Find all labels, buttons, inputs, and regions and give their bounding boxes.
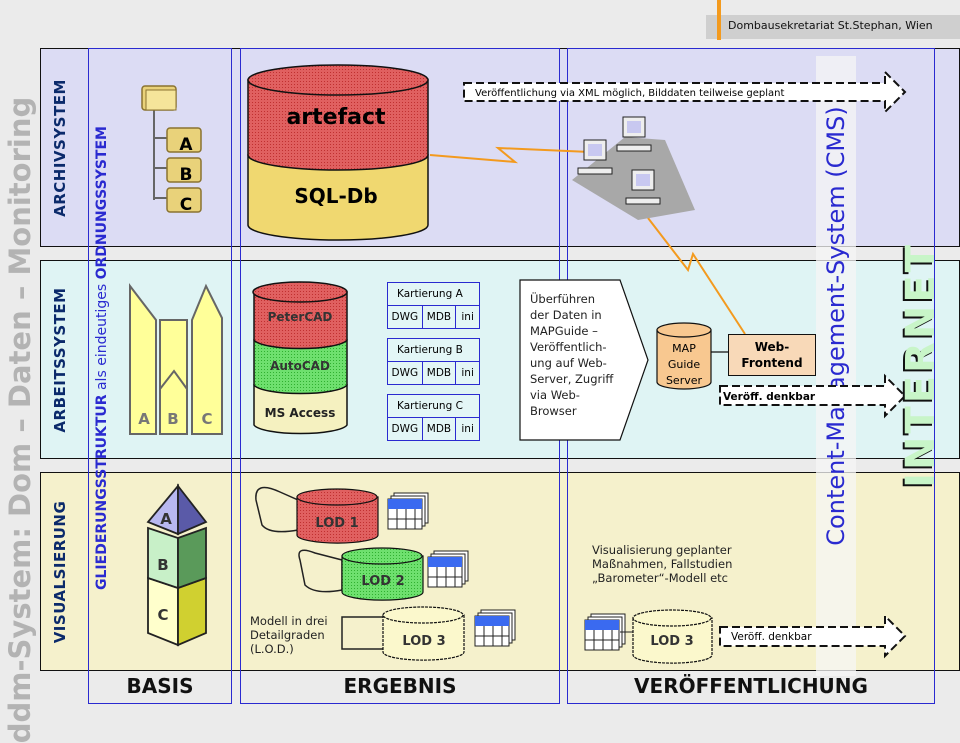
table-stack-icon <box>584 613 626 651</box>
folder-tree: A B C <box>141 85 202 215</box>
mapguide-line-1: MAP <box>672 342 696 355</box>
lod1-label: LOD 1 <box>315 516 358 531</box>
msaccess-label: MS Access <box>265 406 336 420</box>
kartierung-cell: MDB <box>423 306 457 328</box>
link-network-to-webfrontend <box>647 217 746 335</box>
kartierung-cell: MDB <box>423 418 457 440</box>
process-line: Überführen <box>530 292 595 306</box>
folder-a-icon: A <box>166 127 202 155</box>
model-line: Modell in drei <box>250 614 328 628</box>
sql-db-label: SQL-Db <box>294 184 377 208</box>
publication-arrow-arbeit: Veröff. denkbar <box>719 373 907 419</box>
block-a-label: A <box>160 510 172 528</box>
tower-c-label: C <box>201 410 212 428</box>
visualisierung-description: Visualisierung geplanter Maßnahmen, Fall… <box>592 543 732 585</box>
process-line: der Daten in <box>530 308 602 322</box>
kartierung-cell: DWG <box>388 362 423 384</box>
pub-lod3-label: LOD 3 <box>650 634 693 649</box>
process-line: via Web- <box>530 388 580 402</box>
kartierung-cell: DWG <box>388 418 423 440</box>
block-c-label: C <box>157 606 168 624</box>
folder-c-label: C <box>180 195 192 215</box>
webfrontend-line-1: Web- <box>754 340 790 354</box>
column-label-veroeffentlichung: VERÖFFENTLICHUNG <box>634 674 868 698</box>
visual-arrow-text: Veröff. denkbar <box>731 631 812 643</box>
cms-band: Content-Management-System (CMS) <box>816 56 856 676</box>
web-frontend-box: Web- Frontend <box>728 334 816 376</box>
kartierung-cell: DWG <box>388 306 423 328</box>
arbeit-arrow-text: Veröff. denkbar <box>723 391 816 403</box>
cad-database-stack-icon: PeterCAD AutoCAD MS Access <box>252 281 348 435</box>
block-b-label: B <box>157 556 168 574</box>
tower-diagram-icon: A B C <box>129 283 223 435</box>
description-line: Maßnahmen, Fallstudien <box>592 557 733 571</box>
folder-a-label: A <box>179 135 193 155</box>
computer-icon <box>616 116 652 152</box>
publication-arrow-xml: Veröffentlichung via XML möglich, Bildda… <box>463 69 907 115</box>
computer-icon <box>577 139 613 175</box>
header-bar <box>706 15 960 39</box>
tower-b-label: B <box>167 410 178 428</box>
process-line: Server, Zugriff <box>530 372 614 386</box>
artefact-database-icon: artefact SQL-Db <box>247 64 429 241</box>
computer-icon <box>625 169 661 205</box>
internet-label: INTERNET <box>896 240 946 500</box>
tower-a-label: A <box>138 410 150 428</box>
header-accent-line <box>717 0 721 40</box>
column-veroeffentlichung: VERÖFFENTLICHUNG <box>567 48 935 704</box>
description-line: „Barometer“-Modell etc <box>592 571 728 585</box>
kartierung-c-title: Kartierung C <box>388 395 479 418</box>
autocad-label: AutoCAD <box>270 359 330 373</box>
kartierung-cell: ini <box>461 423 474 435</box>
model-line: Detailgraden <box>250 628 325 642</box>
kartierung-b-title: Kartierung B <box>388 339 479 362</box>
column-label-basis: BASIS <box>126 674 194 698</box>
description-line: Visualisierung geplanter <box>592 543 732 557</box>
lod3-database-icon: LOD 3 <box>341 606 465 661</box>
process-line: Veröffentlich- <box>530 340 607 354</box>
organization-label: Dombausekretariat St.Stephan, Wien <box>728 19 933 32</box>
model-description: Modell in drei Detailgraden (L.O.D.) <box>250 614 328 656</box>
mapguide-server-icon: MAP Guide Server <box>656 322 712 390</box>
kartierung-cell: MDB <box>423 362 457 384</box>
lod2-label: LOD 2 <box>361 574 404 589</box>
kartierung-cell: ini <box>461 311 474 323</box>
table-stack-icon <box>474 609 516 647</box>
publication-arrow-visual: Veröff. denkbar <box>719 613 907 659</box>
folder-b-icon: B <box>166 157 202 185</box>
process-line: MAPGuide – <box>530 324 598 338</box>
table-stack-icon <box>387 492 429 530</box>
petercad-label: PeterCAD <box>268 310 333 324</box>
table-stack-icon <box>427 550 469 588</box>
process-description: Überführen der Daten in MAPGuide – Veröf… <box>530 291 613 419</box>
computer-network-icon <box>572 116 695 220</box>
column-label-ergebnis: ERGEBNIS <box>343 674 457 698</box>
process-line: ung auf Web- <box>530 356 607 370</box>
model-line: (L.O.D.) <box>250 642 294 656</box>
diagram-graphics: A B C artefact SQL-Db Veröffentlichung v… <box>129 64 907 664</box>
folder-c-icon: C <box>166 187 202 215</box>
mapguide-line-3: Server <box>666 374 703 387</box>
process-line: Browser <box>530 404 577 418</box>
kartierung-a-title: Kartierung A <box>388 283 479 306</box>
mapguide-line-2: Guide <box>668 358 701 371</box>
process-box <box>519 279 649 441</box>
lod3-label: LOD 3 <box>402 634 445 649</box>
column-basis: BASIS <box>88 48 232 704</box>
pub-lod3-database-icon: LOD 3 <box>620 609 713 664</box>
lod1-database-icon: LOD 1 <box>255 486 379 544</box>
lod2-database-icon: LOD 2 <box>298 547 424 601</box>
artefact-label: artefact <box>286 105 386 130</box>
root-folder-icon <box>141 85 177 111</box>
link-db-to-network <box>429 146 591 164</box>
folder-b-label: B <box>180 165 193 185</box>
xml-arrow-text: Veröffentlichung via XML möglich, Bildda… <box>475 88 785 99</box>
webfrontend-line-2: Frontend <box>741 356 803 370</box>
internet-text: INTERNET <box>898 242 944 488</box>
kartierung-cell: ini <box>461 367 474 379</box>
block-stack-icon: A B C <box>146 483 208 647</box>
